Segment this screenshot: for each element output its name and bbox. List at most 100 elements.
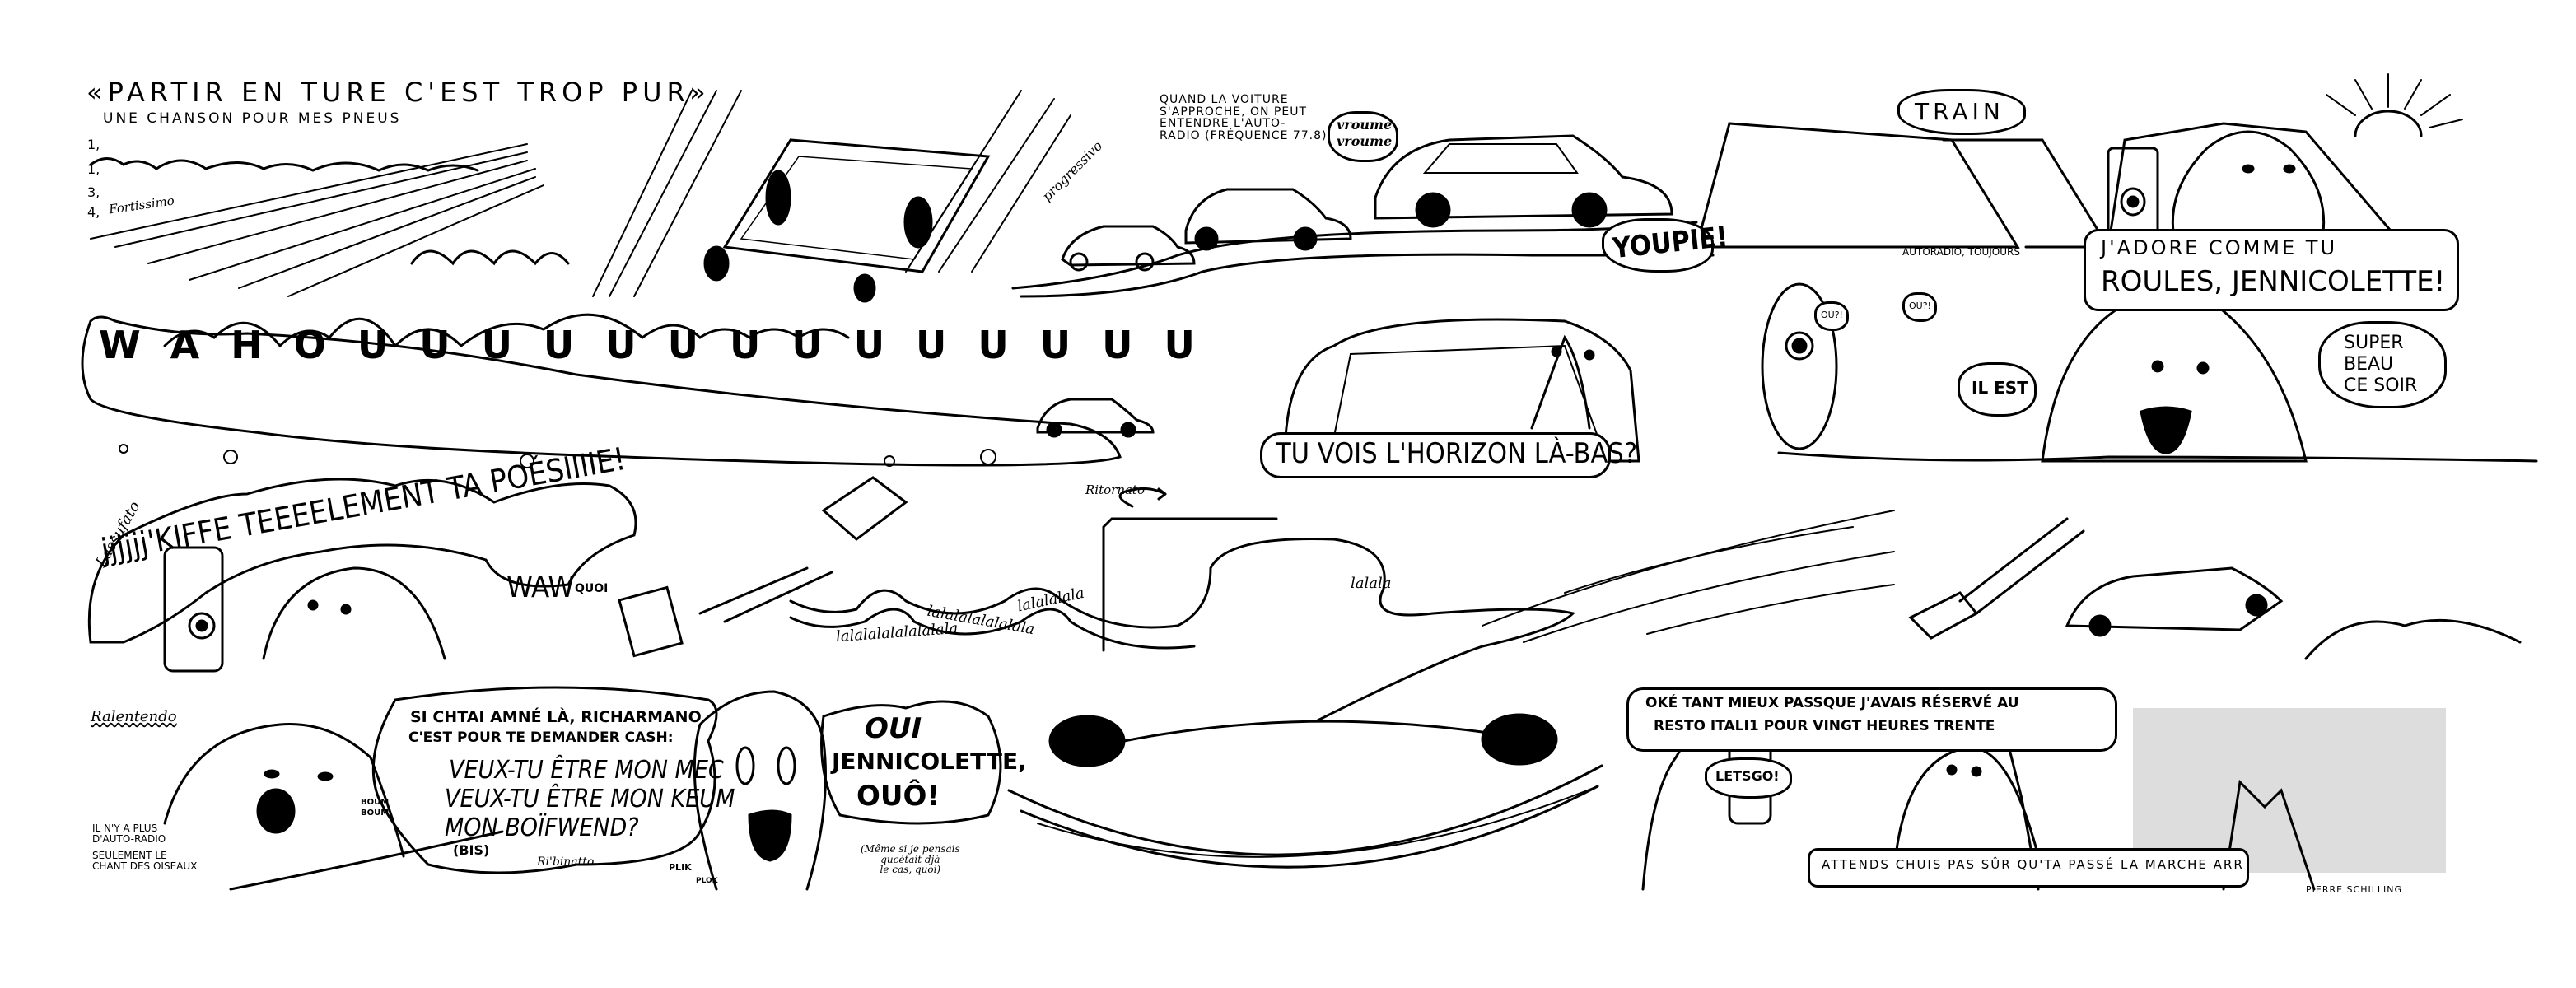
crying-character	[693, 690, 827, 891]
hills-row3	[2304, 618, 2522, 660]
bubble-question-main: VEUX-TU ÊTRE MON MEC	[449, 756, 724, 785]
shout-wahou: WAHOUUUUUUUUUUUUUU	[99, 323, 1226, 367]
winding-road	[789, 537, 1575, 722]
bubble-line: vroume	[1337, 133, 1393, 149]
flying-car-icon	[703, 138, 991, 303]
dynamic-ribinatto: Ri'binatto	[537, 855, 595, 869]
bubble-question-main: MON BOÏFWEND?	[445, 813, 639, 842]
ground-line-row2	[1777, 451, 2538, 463]
caption-line: QUAND LA VOITURE	[1160, 93, 1289, 106]
hills-row1	[89, 157, 479, 172]
caption-radio: QUAND LA VOITURE S'APPROCHE, ON PEUT ENT…	[1160, 94, 1328, 142]
rocky-spire	[2222, 779, 2316, 891]
bubble-line: ROULES, JENNICOLETTE!	[2101, 265, 2446, 298]
aside-line: qucétait djà	[880, 853, 940, 865]
mountain-blob-character	[163, 723, 405, 858]
wahou-bubble-outline	[81, 315, 1122, 467]
bubble-line: CE SOIR	[2344, 375, 2418, 396]
ritornato-arrow-icon	[1118, 487, 1167, 508]
caption-line: D'AUTO-RADIO	[92, 832, 166, 845]
bushes-row1	[410, 249, 570, 266]
speech-bubble-youpie: YOUPIE!	[1602, 218, 1729, 273]
fries-character-row3	[163, 546, 224, 673]
car-medium-icon	[1184, 188, 1352, 251]
bubble-text: OÙ?!	[1821, 310, 1843, 320]
aside-meme-si: (Même si je pensais qucétait djà le cas,…	[861, 844, 960, 875]
crashing-car-icon-2	[1908, 517, 2085, 640]
bubble-question-intro: C'EST POUR TE DEMANDER CASH:	[408, 729, 674, 746]
strip-title: «PARTIR EN TURE C'EST TROP PUR»	[86, 77, 711, 108]
speech-bubble-super-beau: SUPER BEAU CE SOIR	[2318, 321, 2447, 408]
verse-number: 1,	[87, 161, 100, 177]
speech-bubble-train: TRAIN	[1897, 89, 2026, 135]
car-small-icon	[1061, 225, 1196, 272]
ground-line-row4	[229, 830, 504, 891]
kiffe-bubble-outline	[87, 478, 637, 644]
bubble-oui: OUÔ!	[856, 780, 940, 813]
author-signature: PIERRE SCHILLING	[2306, 884, 2402, 895]
sound-plok: PLOK	[696, 877, 718, 885]
caption-line: IL N'Y A PLUS	[92, 823, 158, 834]
sound-boum: BOUM	[361, 809, 390, 818]
caption-no-radio: IL N'Y A PLUS D'AUTO-RADIO SEULEMENT LE …	[92, 823, 197, 871]
speech-bubble-attends: ATTENDS CHUIS PAS SÛR QU'TA PASSÉ LA MAR…	[1808, 848, 2249, 888]
speech-bubble-jadore: J'ADORE COMME TU ROULES, JENNICOLETTE!	[2084, 229, 2459, 311]
bubble-line: OKÉ TANT MIEUX PASSQUE J'AVAIS RÉSERVÉ A…	[1645, 695, 2019, 711]
verse-number: 3,	[87, 184, 100, 200]
speech-bubble-letsgo: LETSGO!	[1705, 757, 1792, 799]
dynamic-rallentando: Ralentendo	[91, 708, 177, 725]
bubble-bis: (BIS)	[453, 842, 490, 858]
light-rays	[592, 90, 1071, 297]
shout-waw: WAW	[506, 571, 575, 604]
speech-bubble-horizon: TU VOIS L'HORIZON LÀ-BAS?	[1260, 432, 1637, 478]
strip-subtitle: UNE CHANSON POUR MES PNEUS	[103, 110, 402, 127]
speed-streaks-row3	[1482, 510, 1895, 643]
caption-line: SEULEMENT LE	[92, 850, 167, 862]
sound-boum: BOUM	[361, 798, 390, 807]
tower-cliff	[1102, 517, 1278, 652]
caption-line: RADIO (FRÉQUENCE 77.8)	[1160, 129, 1328, 143]
bubble-text: ATTENDS CHUIS PAS SÛR QU'TA PASSÉ LA MAR…	[1822, 857, 2244, 872]
caption-line: ENTENDRE L'AUTO-	[1160, 117, 1286, 131]
lalala-text: lalala	[1351, 575, 1392, 592]
wheel-eye-icon	[1761, 282, 1838, 450]
bubble-line: J'ADORE COMME TU	[2101, 236, 2338, 259]
bubble-question-main: VEUX-TU ÊTRE MON KEUM	[445, 785, 735, 813]
hatched-landscape	[2133, 708, 2446, 873]
bubble-oui: OUI	[865, 712, 922, 745]
dynamic-ritornato: Ritornato	[1085, 482, 1145, 497]
car-distant-icon	[1036, 398, 1155, 438]
verse-number: 1,	[87, 137, 100, 152]
bubble-question-intro: SI CHTAI AMNÉ LÀ, RICHARMANO	[410, 708, 702, 726]
speech-bubble-ou: OÙ?!	[1902, 292, 1937, 322]
speech-bubble-il-est: IL EST	[1958, 362, 2037, 417]
bubble-text: TRAIN	[1915, 98, 2004, 125]
speed-road-lines	[90, 143, 544, 297]
flipped-car-icon	[2065, 566, 2284, 637]
blob-character-row3	[262, 566, 446, 660]
car-interior-window	[1695, 122, 2406, 249]
speech-bubble-oke: OKÉ TANT MIEUX PASSQUE J'AVAIS RÉSERVÉ A…	[1626, 687, 2117, 752]
aside-line: le cas, quoi)	[880, 864, 941, 876]
caption-line: S'APPROCHE, ON PEUT	[1160, 105, 1308, 119]
bubble-line: vroume	[1337, 117, 1393, 133]
aside-line: (Même si je pensais	[861, 843, 960, 855]
blob-driver-character	[2171, 130, 2326, 240]
bubble-text: IL EST	[1972, 378, 2028, 398]
question-bubble-outline	[371, 686, 718, 874]
sun-icon	[2326, 73, 2463, 137]
bubble-line: RESTO ITALI1 POUR VINGT HEURES TRENTE	[1654, 718, 1995, 734]
singing-mountain-character	[2041, 284, 2308, 463]
bubble-text: LETSGO!	[1715, 768, 1780, 784]
car-large-icon	[1374, 134, 1673, 228]
sound-plik: PLIK	[669, 862, 692, 873]
crashing-car-icon	[618, 476, 908, 658]
verse-number: 4,	[87, 204, 100, 220]
big-smiling-face	[1007, 713, 1603, 869]
bubble-text: OÙ?!	[1909, 301, 1931, 311]
bubble-line: BEAU	[2344, 354, 2394, 375]
rocks-row2	[119, 444, 996, 468]
mountains-row2	[163, 313, 850, 348]
